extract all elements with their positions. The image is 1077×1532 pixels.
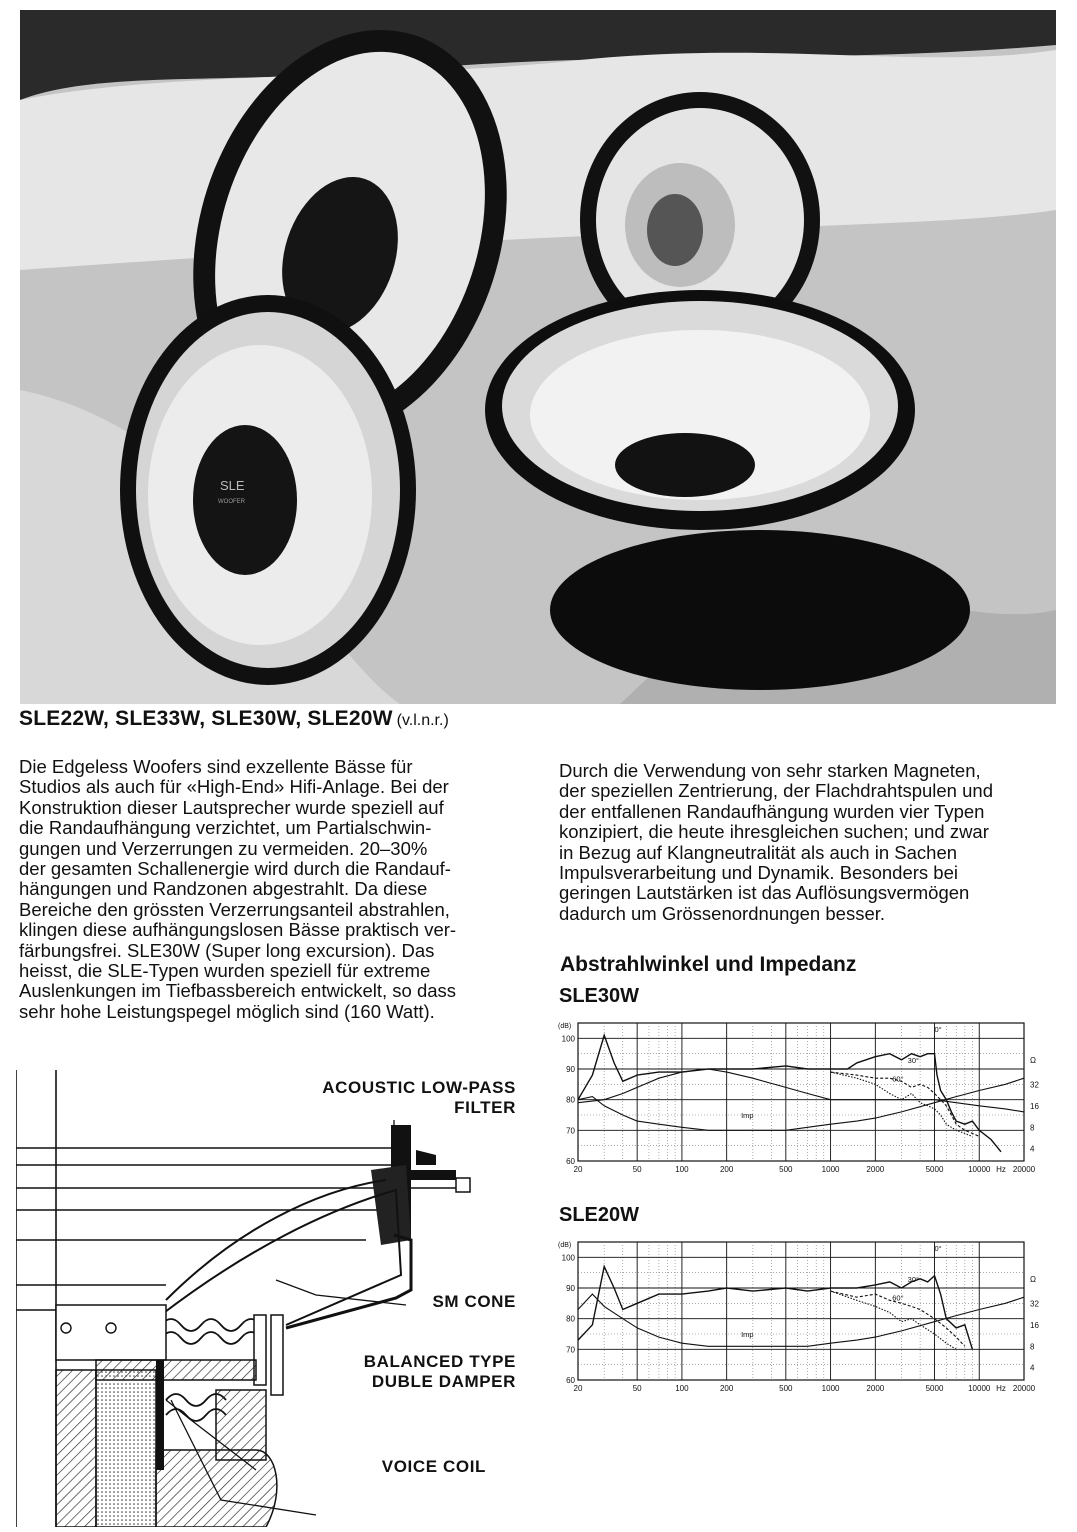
series-line <box>830 1071 980 1138</box>
cross-section-diagram: ACOUSTIC LOW-PASS FILTER SM CONE BALANCE… <box>15 1070 536 1532</box>
chart-sle20w: 20 50 100 200 500 1000 2000 5000 10000 20000 Hz 60 7… <box>556 1234 1056 1399</box>
x-tick-label: 2000 <box>866 1384 884 1393</box>
y2-tick-label: 4 <box>1030 1364 1035 1373</box>
y2-tick-label: 16 <box>1030 1102 1039 1111</box>
y-tick-label: 100 <box>562 1253 576 1262</box>
chart-title-sle20w: SLE20W <box>559 1204 640 1226</box>
series-line <box>577 1077 1025 1131</box>
cone-line <box>165 1179 387 1301</box>
curve-annotation: 0° <box>934 1244 941 1253</box>
x-tick-label: 10000 <box>968 1384 991 1393</box>
y2-tick-label: 16 <box>1030 1321 1039 1330</box>
y2-axis-label: Ω <box>1030 1275 1036 1284</box>
x-tick-label: 10000 <box>968 1165 991 1174</box>
x-unit-label: Hz <box>996 1384 1006 1393</box>
y2-axis-label: Ω <box>1030 1056 1036 1065</box>
curve-annotation: Imp <box>741 1111 754 1120</box>
y-tick-label: 60 <box>566 1157 575 1166</box>
series-line <box>577 1264 974 1350</box>
x-tick-label: 1000 <box>822 1384 840 1393</box>
callout-voice-coil: VOICE COIL <box>381 1457 486 1476</box>
caption-order-note: (v.l.n.r.) <box>396 712 449 729</box>
section-heading: Abstrahlwinkel und Impedanz <box>560 953 857 976</box>
curve-annotation: 60° <box>892 1074 903 1083</box>
chart-title-sle30w: SLE30W <box>559 985 640 1007</box>
speaker-logo: SLE <box>220 478 245 493</box>
curve-annotation: 60° <box>892 1293 903 1302</box>
y-tick-label: 90 <box>566 1284 575 1293</box>
y-tick-label: 60 <box>566 1376 575 1385</box>
series-line <box>577 1068 1025 1113</box>
x-tick-label: 20000 <box>1013 1384 1036 1393</box>
y-tick-label: 90 <box>566 1065 575 1074</box>
x-tick-label: 100 <box>675 1165 689 1174</box>
y-axis-label: (dB) <box>558 1023 571 1030</box>
caption-models: SLE22W, SLE33W, SLE30W, SLE20W <box>19 707 393 730</box>
x-tick-label: 5000 <box>926 1165 944 1174</box>
body-paragraph-right: Durch die Verwendung von sehr starken Ma… <box>559 760 993 924</box>
curve-annotation: 30° <box>908 1056 919 1065</box>
speaker-front-left: SLE WOOFER <box>120 295 416 685</box>
y-tick-label: 70 <box>566 1126 575 1135</box>
y2-tick-label: 8 <box>1030 1342 1035 1351</box>
series-line <box>830 1071 973 1138</box>
chart-sle30w: 20 50 100 200 500 1000 2000 5000 10000 20000 Hz 60 7… <box>556 1015 1056 1180</box>
callout-sm-cone: SM CONE <box>432 1292 516 1311</box>
series-line <box>577 1033 1002 1153</box>
y-tick-label: 70 <box>566 1345 575 1354</box>
speaker-front-right <box>485 290 970 690</box>
x-tick-label: 1000 <box>822 1165 840 1174</box>
product-photo: SLE WOOFER <box>20 10 1056 704</box>
chart-svg: 20 50 100 200 500 1000 2000 5000 10000 20000 Hz 60 7… <box>558 1022 1039 1174</box>
x-tick-label: 500 <box>779 1384 793 1393</box>
chart-svg: 20 50 100 200 500 1000 2000 5000 10000 20000 Hz 60 7… <box>558 1241 1039 1393</box>
x-tick-label: 50 <box>633 1165 642 1174</box>
y-tick-label: 80 <box>566 1096 575 1105</box>
x-tick-label: 20 <box>574 1165 583 1174</box>
x-tick-label: 100 <box>675 1384 689 1393</box>
speaker-back-right <box>580 92 820 348</box>
x-tick-label: 2000 <box>866 1165 884 1174</box>
x-tick-label: 50 <box>633 1384 642 1393</box>
x-tick-label: 200 <box>720 1165 734 1174</box>
leader-lines <box>165 1120 407 1516</box>
x-unit-label: Hz <box>996 1165 1006 1174</box>
speaker-logo-sub: WOOFER <box>218 499 246 505</box>
curve-annotation: 30° <box>908 1275 919 1284</box>
y2-tick-label: 32 <box>1030 1299 1039 1308</box>
x-tick-label: 20 <box>574 1384 583 1393</box>
x-tick-label: 500 <box>779 1165 793 1174</box>
y-tick-label: 100 <box>562 1034 576 1043</box>
x-tick-label: 5000 <box>926 1384 944 1393</box>
callout-damper: BALANCED TYPE DUBLE DAMPER <box>363 1352 516 1391</box>
curve-annotation: Imp <box>741 1330 754 1339</box>
x-tick-label: 200 <box>720 1384 734 1393</box>
y2-tick-label: 32 <box>1030 1080 1039 1089</box>
x-tick-label: 20000 <box>1013 1165 1036 1174</box>
y-tick-label: 80 <box>566 1315 575 1324</box>
photo-caption: SLE22W, SLE33W, SLE30W, SLE20W(v.l.n.r.) <box>19 707 449 731</box>
y2-tick-label: 8 <box>1030 1123 1035 1132</box>
series-line <box>577 1293 1025 1347</box>
curve-annotation: 0° <box>934 1025 941 1034</box>
y2-tick-label: 4 <box>1030 1145 1035 1154</box>
chart-frame <box>577 1241 1025 1381</box>
y-axis-label: (dB) <box>558 1242 571 1249</box>
series-line <box>830 1290 957 1350</box>
callout-filter: ACOUSTIC LOW-PASS FILTER <box>322 1078 516 1117</box>
body-paragraph-left: Die Edgeless Woofers sind exzellente Bäs… <box>19 756 457 1022</box>
